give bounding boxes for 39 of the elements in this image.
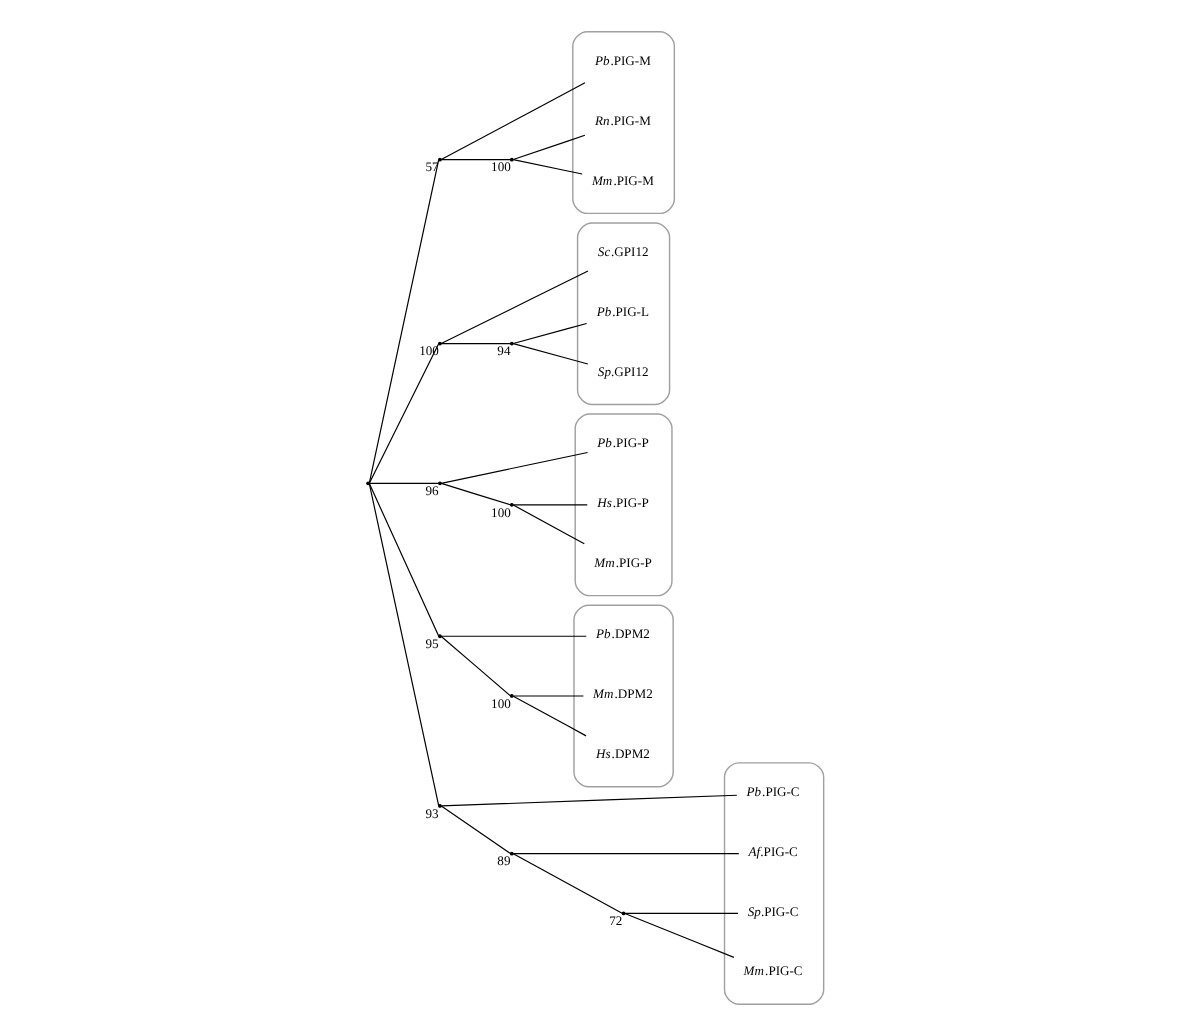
cluster: [723, 762, 825, 1005]
connector: [440, 270, 589, 345]
node-point: [509, 157, 514, 162]
connector: [512, 322, 588, 345]
connector: [440, 635, 511, 697]
connector: [512, 159, 583, 175]
cluster: [574, 413, 673, 597]
connector: [440, 794, 738, 807]
connector: [440, 451, 589, 484]
connector: [440, 805, 511, 855]
connector: [512, 853, 623, 914]
connector: [512, 504, 585, 545]
connector: [440, 159, 511, 161]
node-point: [438, 804, 442, 808]
node-point: [509, 694, 514, 698]
node-point: [438, 157, 442, 162]
cluster: [572, 31, 676, 215]
connector: [512, 695, 587, 737]
node-point: [509, 502, 514, 507]
node-point: [509, 341, 514, 346]
node-point: [438, 634, 442, 639]
connector: [440, 82, 586, 161]
connector: [624, 912, 735, 958]
node-point: [621, 911, 626, 916]
connector: [440, 635, 587, 637]
connector: [440, 482, 511, 506]
connector: [624, 912, 739, 914]
connector: [512, 695, 584, 697]
connector: [512, 853, 740, 855]
node-point: [366, 481, 370, 486]
connector: [440, 343, 511, 345]
node-point: [438, 481, 442, 486]
cluster: [573, 604, 674, 788]
cluster: [576, 222, 671, 406]
connector: [512, 134, 586, 161]
connector: [512, 343, 589, 365]
node-point: [509, 851, 514, 856]
connector: [512, 504, 588, 506]
node-point: [438, 341, 442, 346]
